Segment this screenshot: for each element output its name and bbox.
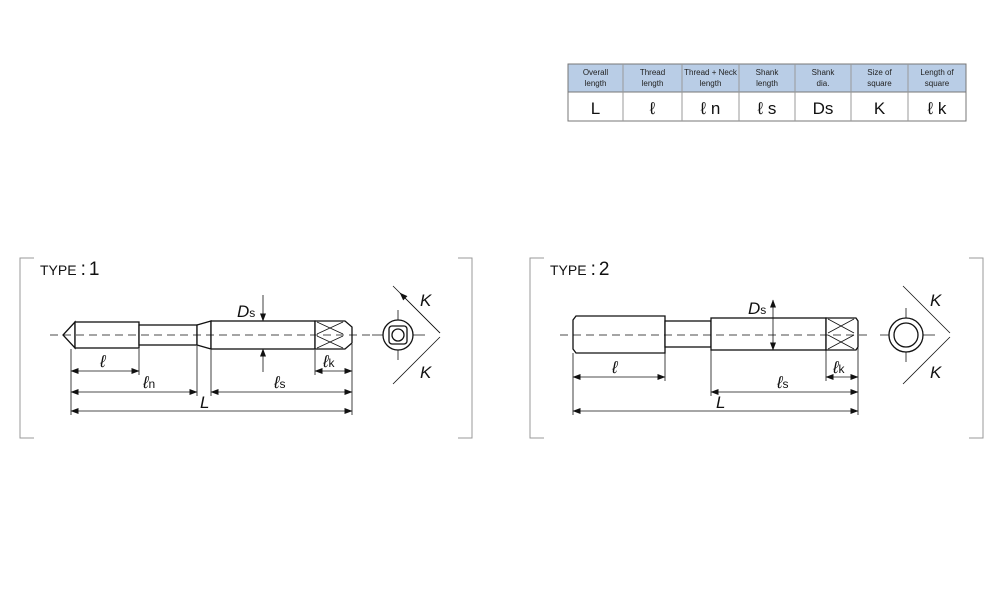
table-header-line2: length <box>756 79 778 88</box>
table-header-line2: square <box>925 79 950 88</box>
table-symbol: ℓ n <box>700 99 721 118</box>
frame-bracket-left <box>529 257 544 439</box>
dim-label-shank-dia: Ds <box>748 299 766 318</box>
table-header-line2: square <box>867 79 892 88</box>
dim-label-shank-dia: Ds <box>237 302 255 321</box>
type1-end-view: K K <box>372 285 441 385</box>
frame-bracket-right <box>458 257 473 439</box>
dim-label-overall-length: L <box>200 393 209 412</box>
type1-dimensions: ℓ ℓn ℓs L Ds ℓk <box>70 295 353 415</box>
table-header-line2: length <box>585 79 607 88</box>
table-header-line1: Length of <box>920 68 954 77</box>
dim-label-shank-length: ℓs <box>776 373 789 392</box>
table-symbol: ℓ <box>649 99 656 118</box>
table-symbol: K <box>874 99 886 118</box>
dim-label-square-size-top: K <box>930 291 942 310</box>
type2-title: TYPE:2 <box>550 259 609 280</box>
type2-dimensions: ℓ ℓs L Ds ℓk <box>572 299 859 415</box>
dim-label-thread-length: ℓ <box>611 358 618 377</box>
dim-label-square-size-top: K <box>420 291 432 310</box>
dim-label-overall-length: L <box>716 393 725 412</box>
dim-label-shank-length: ℓs <box>273 373 286 392</box>
frame-bracket-right <box>969 257 984 439</box>
frame-bracket-left <box>19 257 34 439</box>
table-header-line1: Shank <box>812 68 836 77</box>
type2-panel: TYPE:2 ℓ ℓs L Ds ℓk <box>529 257 984 439</box>
type1-title: TYPE:1 <box>40 259 99 280</box>
dim-label-square-length: ℓk <box>322 352 336 371</box>
table-symbol: ℓ k <box>927 99 947 118</box>
table-symbol: Ds <box>813 99 834 118</box>
dim-label-thread-neck-length: ℓn <box>142 373 155 392</box>
type1-panel: TYPE:1 ℓ ℓn ℓs <box>19 257 473 439</box>
table-symbol: L <box>591 99 600 118</box>
tap-type2-drawing <box>560 315 872 354</box>
table-header-line1: Shank <box>756 68 780 77</box>
table-header-line1: Overall <box>583 68 609 77</box>
table-header-line1: Size of <box>867 68 892 77</box>
dim-label-square-size-bottom: K <box>420 363 432 382</box>
table-header-line1: Thread + Neck <box>684 68 738 77</box>
table-header-line1: Thread <box>640 68 665 77</box>
type2-end-view: K K <box>880 285 951 385</box>
table-header-line2: dia. <box>817 79 830 88</box>
table-header-line2: length <box>700 79 722 88</box>
table-header-line2: length <box>642 79 664 88</box>
dim-label-square-length: ℓk <box>832 358 846 377</box>
dim-label-thread-length: ℓ <box>99 352 106 371</box>
dim-label-square-size-bottom: K <box>930 363 942 382</box>
table-symbol: ℓ s <box>757 99 777 118</box>
tap-type1-drawing <box>50 320 372 350</box>
table-header-bg <box>568 64 966 92</box>
